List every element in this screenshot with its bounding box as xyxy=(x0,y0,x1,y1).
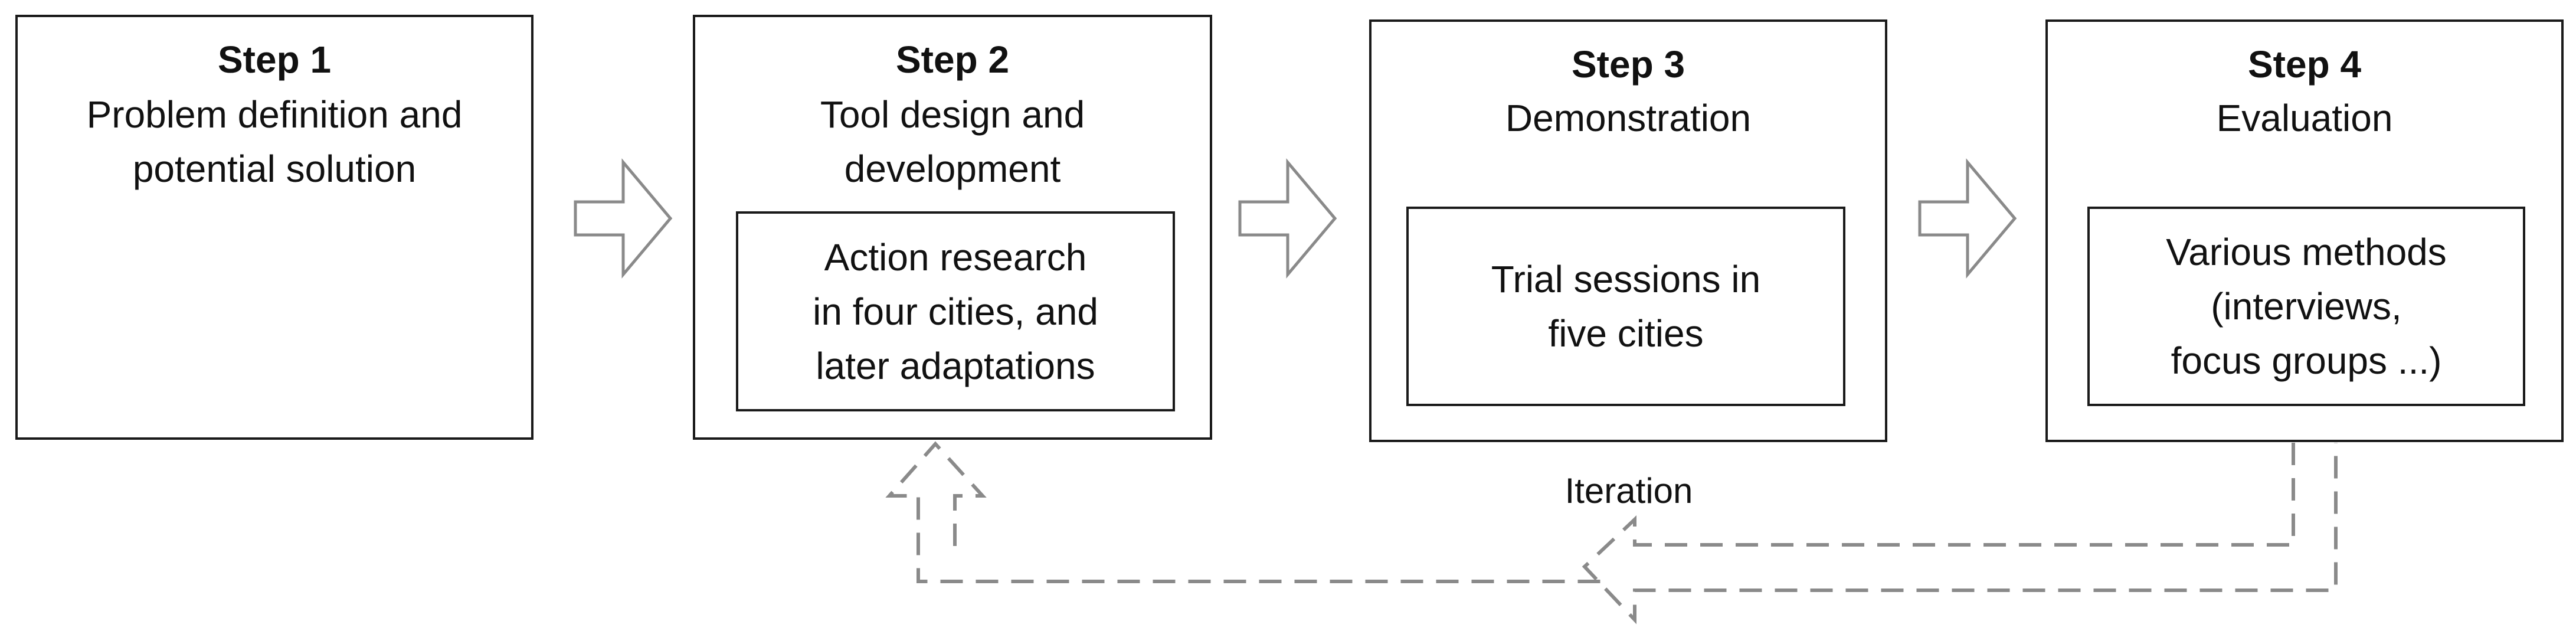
step-3-inner-box xyxy=(1406,207,1845,406)
step-3-title: Step 3 xyxy=(1571,43,1685,86)
step-3-inner-text: Trial sessions in five cities xyxy=(1408,208,1844,405)
dashed-feedback-arrow-icon xyxy=(885,441,2338,625)
step-4-title: Step 4 xyxy=(2247,43,2362,86)
step-4-inner-line-1: Various methods xyxy=(2166,231,2447,273)
step-4-inner-box xyxy=(2087,207,2525,406)
step-3-inner-line-2: five cities xyxy=(1548,312,1704,355)
iteration-label: Iteration xyxy=(1564,471,1693,511)
step-4-inner-text: Various methods (interviews, focus group… xyxy=(2089,208,2524,405)
step-4-inner-line-2: (interviews, xyxy=(2211,285,2402,328)
step-2-title: Step 2 xyxy=(895,38,1010,81)
step-1-description-line-1: Problem definition and xyxy=(86,93,463,136)
step-2-inner-line-3: later adaptations xyxy=(816,344,1095,387)
step-2-inner-line-2: in four cities, and xyxy=(813,290,1098,333)
step-1-box xyxy=(15,15,533,440)
step-1-title: Step 1 xyxy=(217,38,332,81)
step-1-description-line-2: potential solution xyxy=(132,148,417,190)
step-2-description-line-2: development xyxy=(844,148,1061,190)
step-3-inner-line-1: Trial sessions in xyxy=(1491,258,1761,300)
step-4-inner-line-3: focus groups ...) xyxy=(2171,339,2442,382)
right-arrow-outline-icon xyxy=(1918,158,2017,279)
step-2-description-line-1: Tool design and xyxy=(820,93,1085,136)
right-arrow-outline-icon xyxy=(574,158,673,279)
step-2-inner-text: Action research in four cities, and late… xyxy=(737,212,1174,410)
step-2-inner-line-1: Action research xyxy=(824,236,1087,279)
step-2-inner-box xyxy=(736,211,1175,411)
step-3-description-line-1: Demonstration xyxy=(1505,97,1752,139)
right-arrow-outline-icon xyxy=(1238,158,1337,279)
step-4-description-line-1: Evaluation xyxy=(2216,97,2393,139)
